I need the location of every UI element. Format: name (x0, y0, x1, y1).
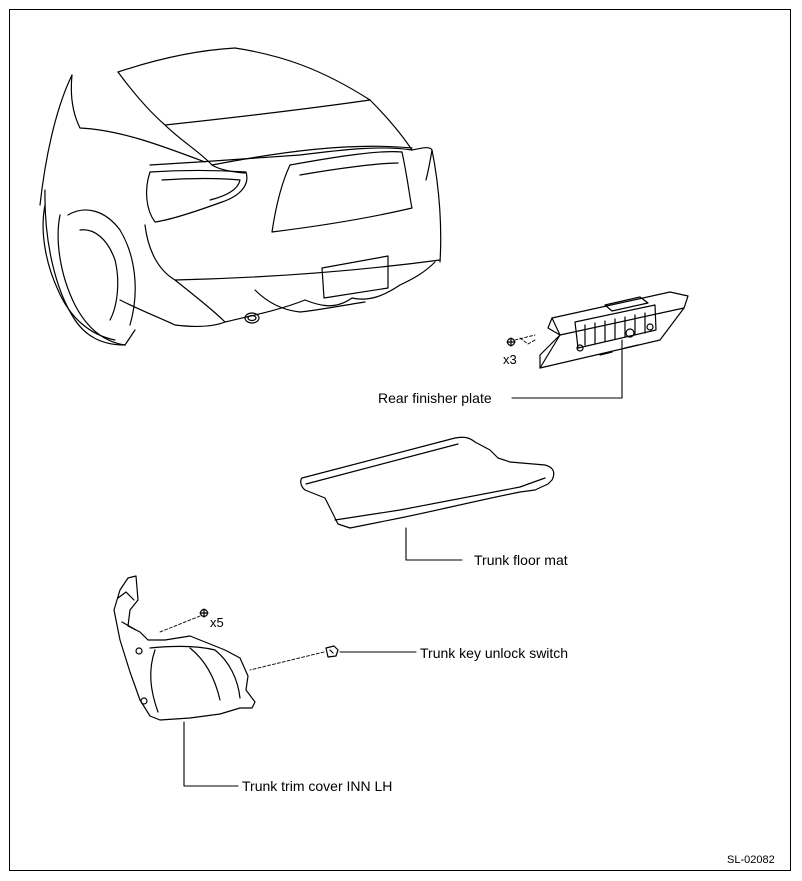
car-rear-drawing (39, 47, 442, 346)
rear-finisher-plate-label: Rear finisher plate (378, 390, 492, 406)
finisher-clip-quantity: x3 (503, 352, 517, 367)
trunk-floor-mat-drawing (300, 436, 555, 561)
diagram-frame (9, 9, 791, 871)
trunk-key-unlock-switch-label: Trunk key unlock switch (420, 645, 569, 661)
trunk-trim-cover-drawing (113, 575, 417, 787)
figure-code: SL-02082 (727, 854, 775, 866)
trim-clip-quantity: x5 (210, 615, 224, 630)
trunk-floor-mat-label: Trunk floor mat (474, 552, 568, 568)
rear-finisher-plate-drawing (506, 291, 689, 399)
trunk-trim-cover-label: Trunk trim cover INN LH (242, 778, 393, 794)
